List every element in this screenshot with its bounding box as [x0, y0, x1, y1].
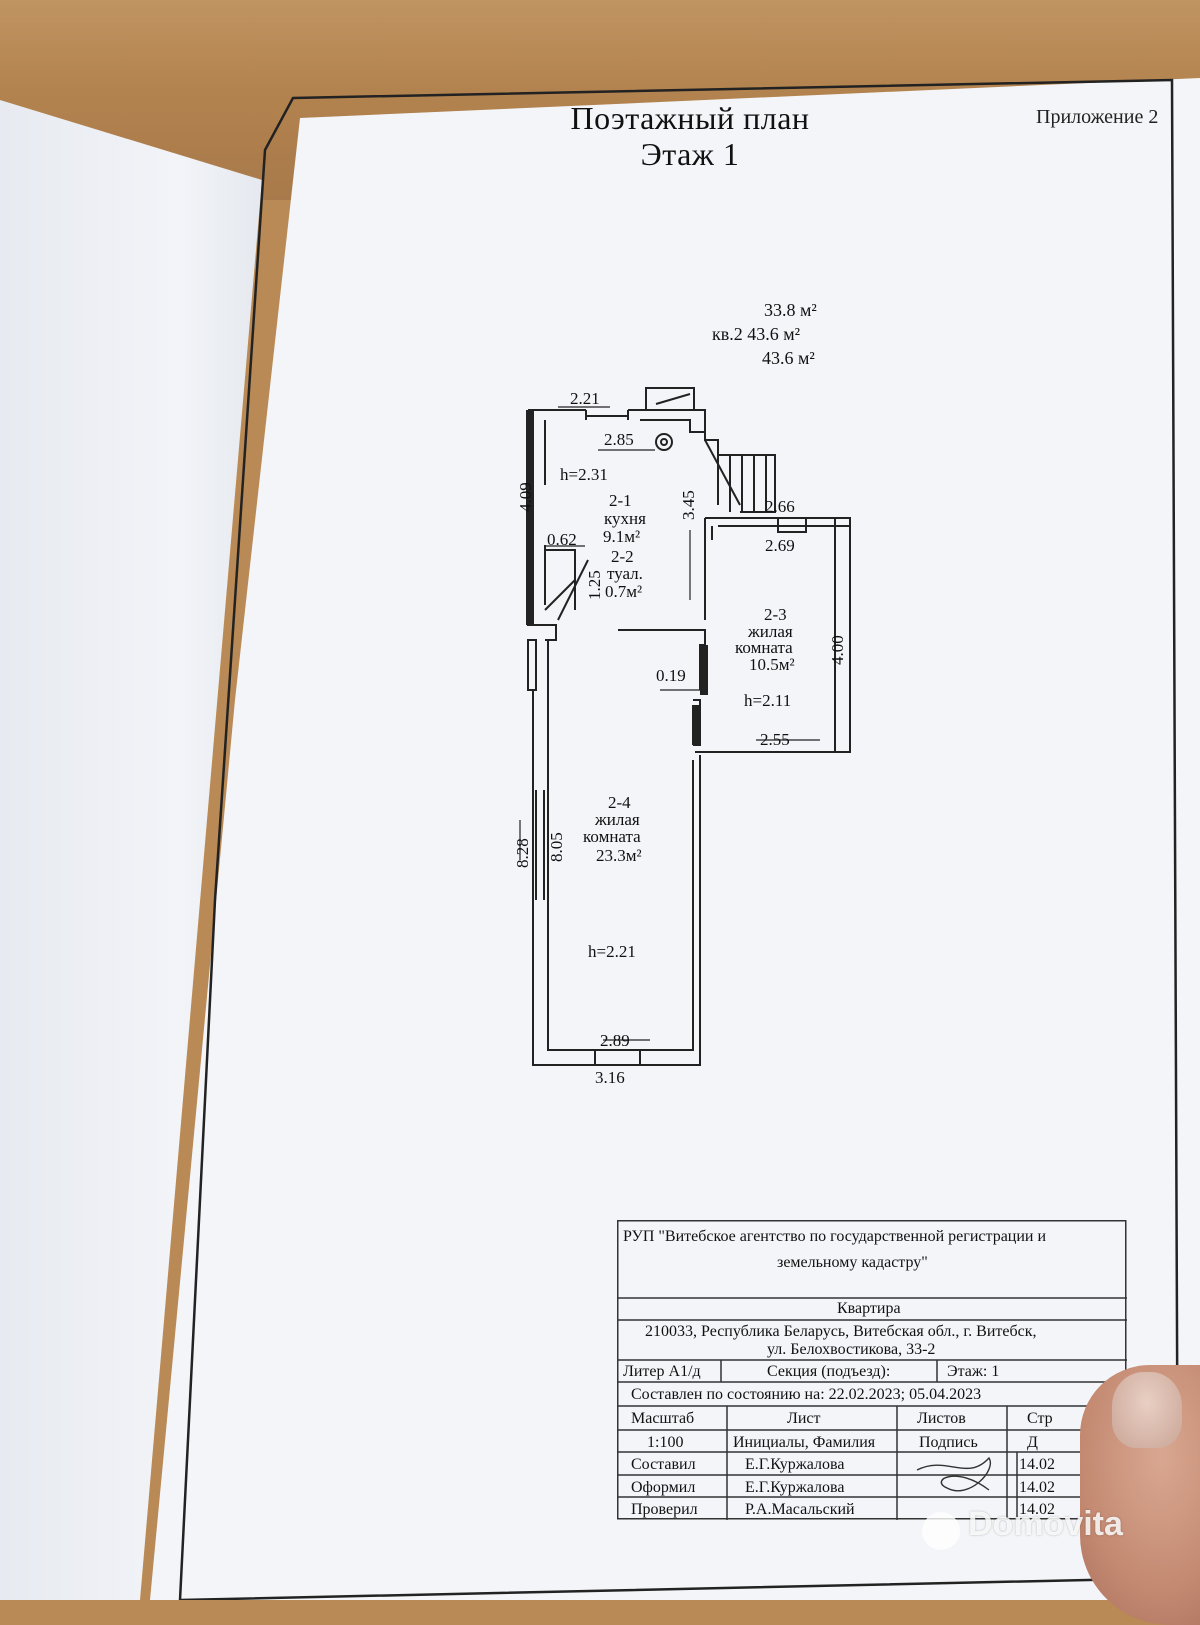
address-line-2: ул. Белохвостикова, 33-2: [767, 1341, 936, 1358]
role-composed: Составил: [631, 1456, 696, 1473]
floor-subtitle: Этаж 1: [640, 136, 740, 172]
height-room-2-4: h=2.21: [588, 942, 636, 961]
dim-2-66: 2.66: [765, 497, 795, 516]
area-line-2: кв.2 43.6 м²: [712, 324, 801, 344]
room-2-4-name-2: комната: [583, 827, 641, 846]
room-2-1-name: кухня: [604, 509, 646, 528]
room-2-4-name-1: жилая: [594, 810, 640, 829]
room-2-3-number: 2-3: [764, 605, 787, 624]
role-formatted: Оформил: [631, 1479, 696, 1496]
appendix-label: Приложение 2: [1036, 106, 1159, 128]
area-line-3: 43.6 м²: [762, 348, 815, 368]
room-2-3-name-1: жилая: [747, 622, 793, 641]
dim-0-62: 0.62: [547, 530, 577, 549]
sheets-label: Листов: [917, 1410, 966, 1427]
thumbnail: [1112, 1372, 1182, 1448]
watermark-icon: [922, 1512, 960, 1550]
date-checked: 14.02: [1019, 1501, 1055, 1518]
room-2-2-area: 0.7м²: [605, 582, 642, 601]
dim-8-05: 8.05: [547, 832, 566, 862]
object-type: Квартира: [837, 1300, 901, 1317]
room-2-3-name-2: комната: [735, 638, 793, 657]
section-field: Секция (подъезд):: [767, 1363, 891, 1380]
dim-4-00: 4.00: [828, 635, 847, 665]
room-2-1-area: 9.1м²: [603, 527, 640, 546]
dim-3-45: 3.45: [679, 490, 698, 520]
page-title: Поэтажный план: [570, 100, 810, 136]
date-formatted: 14.02: [1019, 1479, 1055, 1496]
signature-label: Подпись: [919, 1434, 978, 1451]
height-kitchen: h=2.31: [560, 465, 608, 484]
scale-value: 1:100: [647, 1434, 684, 1451]
liter-field: Литер А1/д: [623, 1363, 701, 1380]
person-formatted: Е.Г.Куржалова: [745, 1479, 845, 1496]
room-2-4-number: 2-4: [608, 793, 631, 812]
dim-8-28: 8.28: [513, 838, 532, 868]
dim-4-09: 4.09: [516, 482, 535, 512]
dim-2-21-top: 2.21: [570, 389, 600, 408]
dim-2-89: 2.89: [600, 1031, 630, 1050]
floor-field: Этаж: 1: [947, 1363, 1000, 1380]
dim-2-55: 2.55: [760, 730, 790, 749]
address-line-1: 210033, Республика Беларусь, Витебская о…: [645, 1323, 1037, 1340]
room-2-2-number: 2-2: [611, 547, 634, 566]
organization-line-1: РУП "Витебское агентство по государствен…: [623, 1228, 1047, 1245]
height-room-2-3: h=2.11: [744, 691, 791, 710]
room-2-2-name: туал.: [607, 564, 643, 583]
initials-label: Инициалы, Фамилия: [733, 1434, 876, 1451]
composed-state: Составлен по состоянию на: 22.02.2023; 0…: [631, 1386, 982, 1403]
dim-2-85: 2.85: [604, 430, 634, 449]
room-2-1-number: 2-1: [609, 491, 632, 510]
role-checked: Проверил: [631, 1501, 698, 1518]
person-composed: Е.Г.Куржалова: [745, 1456, 845, 1473]
scale-label: Масштаб: [631, 1410, 695, 1427]
title-block: РУП "Витебское агентство по государствен…: [617, 1220, 1127, 1520]
room-2-4-area: 23.3м²: [596, 846, 642, 865]
date-label: Д: [1027, 1434, 1038, 1451]
dim-0-19: 0.19: [656, 666, 686, 685]
room-2-3-area: 10.5м²: [749, 655, 795, 674]
date-composed: 14.02: [1019, 1456, 1055, 1473]
organization-line-2: земельному кадастру": [777, 1254, 928, 1271]
dim-3-16: 3.16: [595, 1068, 625, 1087]
dim-2-69: 2.69: [765, 536, 795, 555]
watermark: Domovita: [968, 1505, 1123, 1543]
area-line-1: 33.8 м²: [764, 300, 817, 320]
person-checked: Р.А.Масальский: [745, 1501, 855, 1518]
dim-1-25: 1.25: [585, 570, 604, 600]
sheet-label: Лист: [787, 1410, 821, 1427]
page-label: Стр: [1027, 1410, 1053, 1427]
